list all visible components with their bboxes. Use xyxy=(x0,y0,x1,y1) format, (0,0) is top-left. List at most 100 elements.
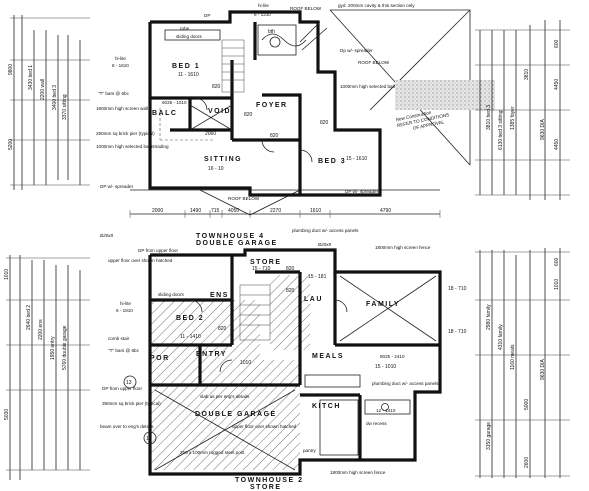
room-hi-lite: hi-lite xyxy=(120,301,131,306)
note-dp-top: DP xyxy=(204,13,210,18)
note-comb-stair: comb stair xyxy=(108,336,130,341)
note-meals-size2: 8025 - 2410 xyxy=(380,354,405,359)
header-townhouse4: TOWNHOUSE 4 xyxy=(196,233,265,240)
room-bed2-size: 11 - 1410 xyxy=(180,334,201,340)
room-bath: bth xyxy=(268,29,275,35)
right-dim-upper-4: 4450 xyxy=(554,139,560,150)
note-steel-post: 250 x 100mm rugged steel post xyxy=(180,450,245,455)
note-balustrade: 1000mm high selected balustrading xyxy=(340,84,413,89)
svg-text:3430 bed 1: 3430 bed 1 xyxy=(28,65,34,90)
room-meals-size: 15 - 1010 xyxy=(375,364,396,370)
upper-floor-plan: BED 1 11 - 1610 BALC VOID FOYER SITTING … xyxy=(96,3,495,218)
note-dw-recess: dw recess xyxy=(366,421,387,426)
note-balustrade-left: 1000mm high selected balustrading xyxy=(96,144,169,149)
svg-text:3370 sitting: 3370 sitting xyxy=(62,94,68,120)
room-lau: LAU xyxy=(304,296,323,303)
handwritten-b20x8-left: B20x8 xyxy=(100,233,113,238)
note-beam-over: beam over to eng's details xyxy=(100,424,154,429)
note-dp-from-upper-left: DP from upper floor xyxy=(102,386,142,391)
handwritten-b20x8-right: B20x8 xyxy=(318,242,331,247)
note-hi-lite-left-size: 8 - 1610 xyxy=(112,63,129,68)
svg-text:4310 family: 4310 family xyxy=(498,324,504,350)
note-dp-spreader-left: DP w/- spreader xyxy=(100,184,134,189)
note-roof-below-right: ROOF BELOW xyxy=(358,60,390,65)
note-brick-pier: 290mm sq brick pier (typical) xyxy=(96,131,155,136)
upper-bottom-dim-2: 1490 xyxy=(190,208,201,214)
upper-bottom-dim-1: 2000 xyxy=(152,208,163,214)
room-meals: MEALS xyxy=(312,353,344,360)
room-bed3-size: 15 - 1610 xyxy=(346,156,367,162)
note-dim-820b: 820 xyxy=(244,112,253,118)
note-roof-below-top: ROOF BELOW xyxy=(290,6,322,11)
room-por: POR xyxy=(150,355,170,362)
svg-text:1160 meals: 1160 meals xyxy=(510,344,516,370)
room-hi-lite-size: 6 - 1810 xyxy=(116,308,133,313)
note-robe: robe xyxy=(180,26,190,31)
right-dim-lower-1: 600 xyxy=(554,257,560,266)
svg-text:2200 ens: 2200 ens xyxy=(38,319,44,340)
room-bed1: BED 1 xyxy=(172,63,200,70)
ground-floor-plan: TOWNHOUSE 4 DOUBLE GARAGE TOWNHOUSE 2 ST… xyxy=(100,228,467,491)
svg-text:3150 garage: 3150 garage xyxy=(486,422,492,450)
note-t-bars-ground: "T" bars @ 6bc xyxy=(108,348,140,353)
room-bed2: BED 2 xyxy=(176,315,204,322)
note-dim-15-181: 15 - 181 xyxy=(308,274,327,280)
note-upper-floor-over: upper floor over shown hatched xyxy=(108,258,173,263)
upper-bottom-dim-4: 4050 xyxy=(228,208,239,214)
upper-bottom-dims: 2000 1490 715 4050 2270 1610 4790 xyxy=(129,208,441,218)
right-dim-upper-1: 600 xyxy=(554,39,560,48)
left-dim-lower-1: 5030 xyxy=(4,409,10,420)
note-dim-820b-ground: 820 xyxy=(218,326,227,332)
note-roof-below-bottom: ROOF BELOW xyxy=(228,196,260,201)
note-balc-size: 6025 - 1010 xyxy=(162,100,187,105)
room-balc: BALC xyxy=(152,110,177,117)
right-dim-upper-2: 4450 xyxy=(554,79,560,90)
note-sliding-doors: sliding doors xyxy=(176,34,202,39)
left-dim-upper-1: 9800 xyxy=(8,64,14,75)
header-townhouse2-store: STORE xyxy=(250,484,282,491)
upper-bottom-dim-5: 2270 xyxy=(270,208,281,214)
note-sliding-doors-ground: sliding doors xyxy=(158,292,184,297)
svg-text:6130 bed 3 sitting: 6130 bed 3 sitting xyxy=(498,110,504,150)
room-double-garage: DOUBLE GARAGE xyxy=(195,411,277,418)
room-family-size-2: 18 - 710 xyxy=(448,329,467,335)
handwritten-13a: 13 xyxy=(126,380,132,386)
room-sitting-size: 16 - 10 xyxy=(208,166,224,172)
svg-text:1950 entry: 1950 entry xyxy=(50,336,56,360)
svg-text:1385 foyer: 1385 foyer xyxy=(510,106,516,130)
note-plumbing-duct-top: plumbing duct w/- access panels xyxy=(292,228,359,233)
room-sitting: SITTING xyxy=(204,156,242,163)
room-store: STORE xyxy=(250,259,282,266)
note-kitch-size: 12 - 1410 xyxy=(376,408,396,413)
room-entry: ENTRY xyxy=(196,351,227,358)
note-dim-820c-ground: 820 xyxy=(286,288,295,294)
room-store-size: 15 - 710 xyxy=(252,266,271,272)
note-plumbing-duct-right: plumbing duct w/- access panels xyxy=(372,381,439,386)
room-family: FAMILY xyxy=(366,301,400,308)
note-hi-lite-left: hi-lite xyxy=(115,56,126,61)
note-t-bars: "T" bars @ 6bc xyxy=(98,91,130,96)
room-bed3: BED 3 xyxy=(318,158,346,165)
left-dim-lower-2: 1010 xyxy=(4,269,10,280)
note-dim-2060: 2060 xyxy=(205,131,216,137)
svg-text:3810 bed 3: 3810 bed 3 xyxy=(486,105,492,130)
handwritten-circle-1 xyxy=(123,375,137,389)
note-screen-wall: 1800mm high screen wall xyxy=(96,106,148,111)
upper-bottom-dim-7: 4790 xyxy=(380,208,391,214)
note-dim-820a-ground: 820 xyxy=(286,266,295,272)
handwritten-13b: 13 xyxy=(146,436,152,442)
right-dimension-strings: 600 4450 9630 DIA 4450 3810 3810 bed 3 6… xyxy=(475,20,570,478)
note-dp-from-upper: DP from upper floor xyxy=(138,248,178,253)
header-townhouse2: TOWNHOUSE 2 xyxy=(235,477,304,484)
note-slab: slab as per eng's details xyxy=(200,394,250,399)
svg-text:2640 bed 2: 2640 bed 2 xyxy=(26,305,32,330)
right-dim-lower-4: 5000 xyxy=(524,399,530,410)
note-dp-spreader-bottom: DP w/- spreader xyxy=(345,189,379,194)
right-dim-lower-2: 1010 xyxy=(554,279,560,290)
room-kitch: KITCH xyxy=(312,403,341,410)
note-dim-820d: 820 xyxy=(320,120,329,126)
room-foyer: FOYER xyxy=(256,102,288,109)
left-dim-upper-2: 5200 xyxy=(8,139,14,150)
header-double-garage: DOUBLE GARAGE xyxy=(196,240,278,247)
